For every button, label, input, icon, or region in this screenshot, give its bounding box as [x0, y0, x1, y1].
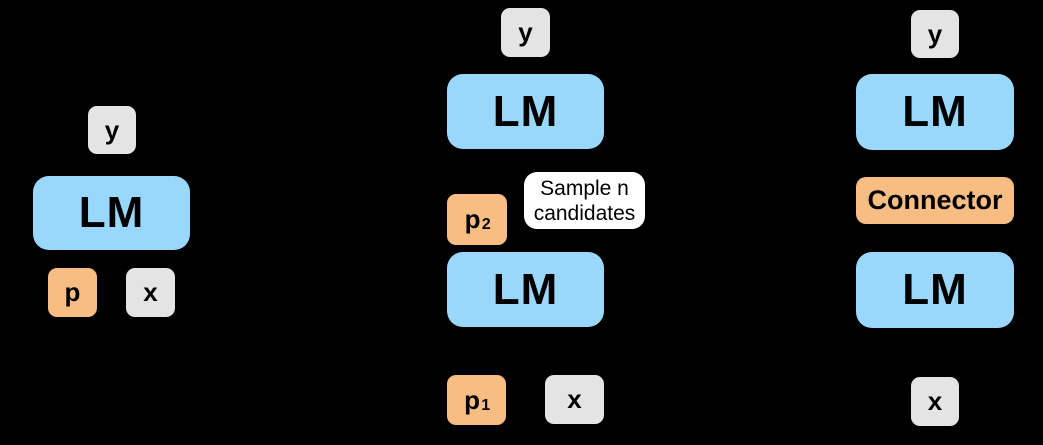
callout-line-2: candidates: [533, 201, 636, 225]
node-input-x: x: [545, 375, 604, 424]
node-output-y: y: [911, 10, 959, 58]
node-input-x: x: [126, 268, 175, 317]
node-input-x: x: [911, 377, 959, 426]
node-prompt-p: p: [48, 268, 97, 317]
p2-subscript: 2: [481, 215, 491, 234]
node-lm-top: LM: [447, 74, 604, 149]
node-connector: Connector: [856, 177, 1014, 224]
node-lm-top: LM: [856, 74, 1014, 150]
node-output-y: y: [88, 106, 136, 154]
node-output-y: y: [501, 8, 550, 57]
p2-base: p: [464, 204, 481, 234]
sample-candidates-callout: Sample n candidates: [524, 172, 645, 229]
p1-subscript: 1: [481, 395, 491, 414]
node-lm-bottom: LM: [447, 252, 604, 327]
node-lm-bottom: LM: [856, 252, 1014, 328]
p1-base: p: [464, 384, 480, 415]
node-lm: LM: [33, 176, 190, 250]
callout-line-1: Sample n: [540, 176, 629, 200]
